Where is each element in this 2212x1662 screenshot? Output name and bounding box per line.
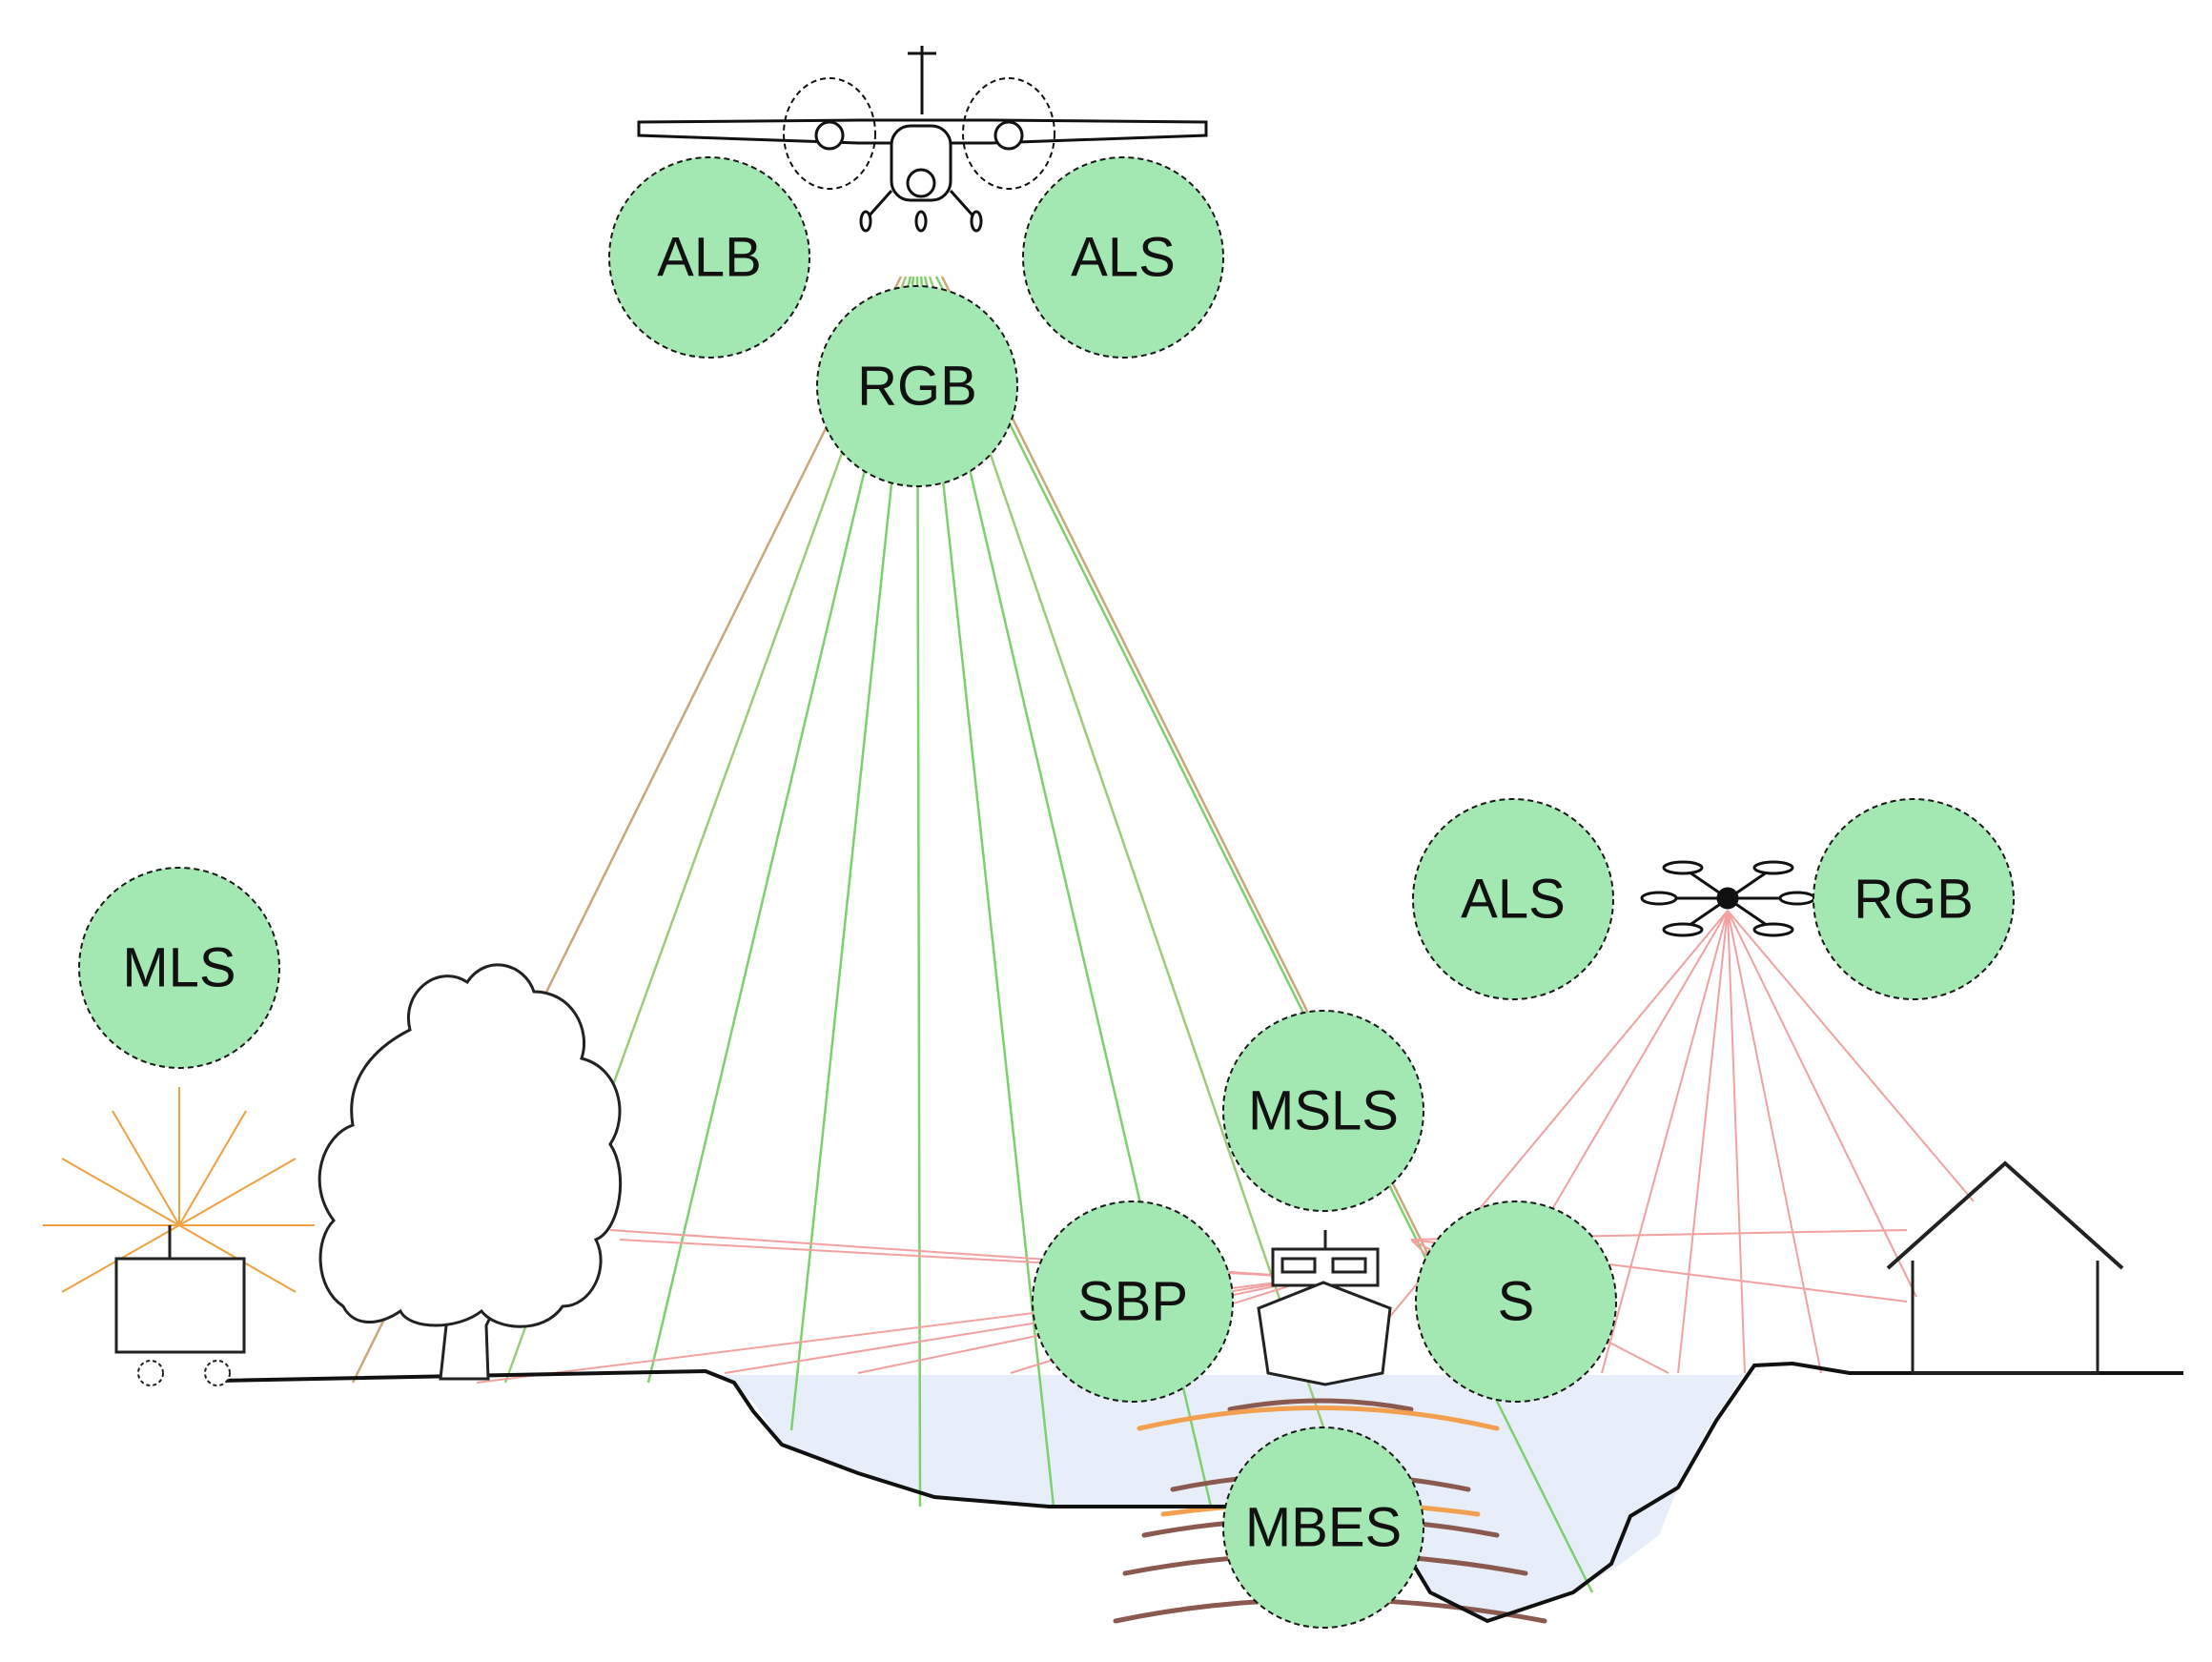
airplane-wheel [914, 210, 928, 233]
airplane-icon [637, 46, 1208, 233]
label-text: MSLS [1248, 1080, 1399, 1142]
drone-rotor [1752, 860, 1794, 875]
vehicle-beam [112, 1110, 180, 1226]
drone-rotor [1778, 891, 1816, 906]
airplane-wheel [970, 210, 983, 233]
label-plane-alb: ALB [608, 156, 810, 359]
airplane-fuselage [890, 124, 952, 202]
house-icon [1886, 1160, 2124, 1375]
drone-body [1716, 887, 1739, 910]
drone-beam [1601, 910, 1729, 1374]
boat-hull [1257, 1281, 1392, 1386]
airplane-gear [866, 190, 893, 218]
airplane-wheel [859, 210, 872, 233]
label-text: RGB [1854, 869, 1974, 931]
label-mbes: MBES [1222, 1426, 1424, 1629]
label-drone-rgb: RGB [1813, 798, 2015, 1000]
drone-beam [1727, 910, 1822, 1374]
tree-canopy [317, 963, 623, 1328]
drone-rotor [1662, 922, 1704, 937]
airplane-gear [949, 190, 976, 218]
sonar-arc [1137, 1406, 1500, 1431]
label-circle [1022, 156, 1224, 359]
label-text: ALS [1071, 227, 1176, 289]
label-drone-als: ALS [1412, 798, 1614, 1000]
boat-icon [1257, 1230, 1392, 1386]
label-plane-als: ALS [1022, 156, 1224, 359]
label-circle [1415, 1200, 1617, 1403]
house-roof [1886, 1160, 2124, 1270]
vehicle-beam [178, 1158, 297, 1226]
airplane-engine [814, 120, 845, 151]
drone-beam [1727, 910, 1975, 1202]
label-msls: MSLS [1222, 1010, 1424, 1212]
label-text: S [1498, 1271, 1535, 1333]
label-text: MLS [122, 937, 236, 999]
label-text: ALB [657, 227, 762, 289]
label-plane-rgb: RGB [816, 285, 1018, 487]
boat-window [1280, 1257, 1317, 1274]
drone-rotor [1662, 860, 1704, 875]
vehicle-beam [61, 1158, 180, 1226]
airplane-propeller-disc [962, 77, 1055, 190]
vehicle-body [114, 1257, 246, 1354]
label-text: ALS [1461, 869, 1566, 931]
house-walls [1911, 1261, 2099, 1375]
tree-icon [317, 963, 623, 1381]
label-circle [1222, 1010, 1424, 1212]
label-circle [1412, 798, 1614, 1000]
label-circle [1222, 1426, 1424, 1629]
label-text: SBP [1077, 1271, 1188, 1333]
airplane-cockpit [906, 168, 936, 198]
ground-profile [218, 1361, 2183, 1624]
drone-rotor [1640, 891, 1678, 906]
label-sbp: SBP [1032, 1200, 1234, 1403]
drone-beam [1727, 910, 1746, 1374]
label-circle [1032, 1200, 1234, 1403]
vehicle-wheel [204, 1360, 231, 1386]
label-circle [608, 156, 810, 359]
drone-rotor [1752, 922, 1794, 937]
vehicle-beam [178, 1110, 247, 1226]
label-circle [78, 867, 280, 1069]
label-text: MBES [1245, 1497, 1402, 1559]
label-mls: MLS [78, 867, 280, 1069]
sensor-labels: ALB ALS RGB MLS ALS RGB MSLS SBP [78, 156, 2015, 1629]
drone-beam [1727, 910, 1917, 1298]
label-s: S [1415, 1200, 1617, 1403]
label-circle [1813, 798, 2015, 1000]
label-text: RGB [857, 356, 977, 418]
vehicle-wheel [137, 1360, 164, 1386]
drone-beam [1677, 910, 1729, 1374]
label-circle [816, 285, 1018, 487]
airplane-propeller-disc [783, 77, 876, 190]
sonar-arc [1227, 1398, 1414, 1412]
airplane-engine [993, 120, 1024, 151]
drone-icon [1640, 860, 1816, 937]
mobile-scanner-vehicle-icon [114, 1225, 246, 1386]
boat-window [1331, 1257, 1367, 1274]
